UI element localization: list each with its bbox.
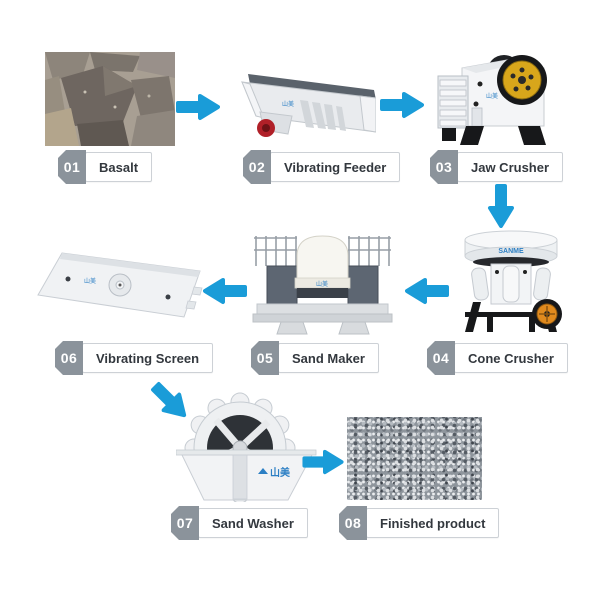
step-text: Finished product bbox=[366, 508, 500, 538]
feeder-logo: 山美 bbox=[282, 100, 294, 108]
sand-washer-image: 山美 bbox=[175, 392, 318, 507]
step-text: Sand Maker bbox=[278, 343, 379, 373]
sand-maker-logo: 山美 bbox=[316, 280, 328, 288]
basalt-image bbox=[45, 52, 175, 151]
jaw-logo: 山美 bbox=[486, 92, 498, 100]
step-badge: 01 bbox=[58, 150, 86, 184]
step-badge: 03 bbox=[430, 150, 458, 184]
screen-logo: 山美 bbox=[84, 277, 96, 285]
sand-maker-image: 山美 bbox=[251, 222, 394, 340]
finished-product-image bbox=[347, 417, 482, 500]
flywheel-icon bbox=[497, 55, 547, 105]
step-text: Vibrating Feeder bbox=[270, 152, 401, 182]
right-railing bbox=[348, 236, 391, 266]
step-text: Sand Washer bbox=[198, 508, 308, 538]
step-label-06: 06 Vibrating Screen bbox=[55, 341, 214, 375]
step-label-03: 03 Jaw Crusher bbox=[430, 150, 564, 184]
flow-arrow-left-2-icon bbox=[203, 276, 247, 306]
cone-crusher-image: SANME bbox=[447, 226, 575, 340]
step-label-04: 04 Cone Crusher bbox=[427, 341, 568, 375]
step-label-02: 02 Vibrating Feeder bbox=[243, 150, 401, 184]
step-label-07: 07 Sand Washer bbox=[171, 506, 308, 540]
step-label-08: 08 Finished product bbox=[339, 506, 500, 540]
step-badge: 04 bbox=[427, 341, 455, 375]
jaw-crusher-image: 山美 bbox=[432, 42, 568, 153]
step-badge: 06 bbox=[55, 341, 83, 375]
vibrating-feeder-image: 山美 bbox=[230, 66, 377, 151]
flow-arrow-diagonal-icon bbox=[148, 372, 192, 423]
flow-arrow-right-1-icon bbox=[176, 92, 220, 122]
flow-arrow-right-3-icon bbox=[302, 448, 344, 476]
step-label-05: 05 Sand Maker bbox=[251, 341, 379, 375]
step-text: Jaw Crusher bbox=[457, 152, 564, 182]
step-text: Basalt bbox=[85, 152, 153, 182]
flow-arrow-down-icon bbox=[486, 184, 516, 228]
washer-tub: 山美 bbox=[175, 449, 317, 501]
flow-arrow-right-2-icon bbox=[380, 90, 424, 120]
flow-arrow-left-1-icon bbox=[405, 276, 449, 306]
step-label-01: 01 Basalt bbox=[58, 150, 153, 184]
step-badge: 05 bbox=[251, 341, 279, 375]
step-badge: 02 bbox=[243, 150, 271, 184]
step-badge: 07 bbox=[171, 506, 199, 540]
step-badge: 08 bbox=[339, 506, 367, 540]
left-railing bbox=[254, 236, 297, 266]
washer-logo: 山美 bbox=[270, 466, 291, 479]
cone-brand-text: SANME bbox=[498, 248, 524, 255]
cone-wheel-icon bbox=[532, 299, 562, 329]
vibrating-screen-image: 山美 bbox=[28, 243, 208, 338]
step-text: Vibrating Screen bbox=[82, 343, 214, 373]
step-text: Cone Crusher bbox=[454, 343, 568, 373]
